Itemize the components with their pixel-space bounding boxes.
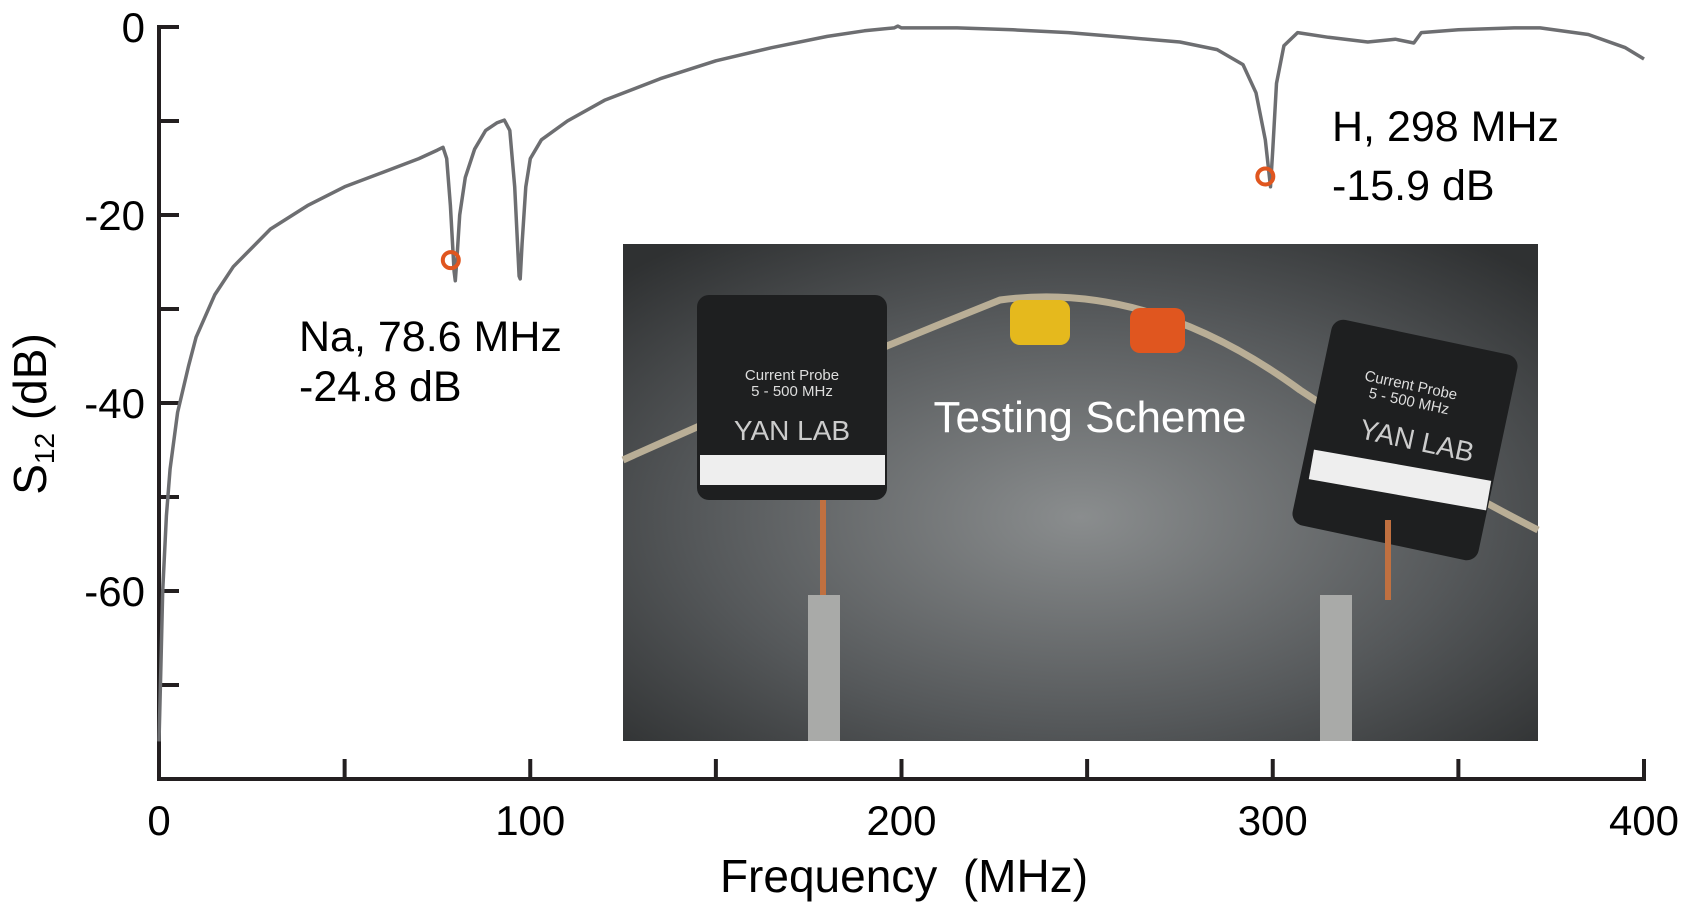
left-probe-range: 5 - 500 MHz bbox=[751, 383, 833, 400]
y-tick-label: -20 bbox=[84, 192, 145, 239]
x-tick-label: 400 bbox=[1609, 797, 1679, 844]
x-tick-label: 0 bbox=[147, 797, 170, 844]
inset-caption: Testing Scheme bbox=[933, 393, 1246, 442]
annotation-h-db: -15.9 dB bbox=[1332, 162, 1495, 210]
series-line-s12 bbox=[157, 24, 1645, 742]
x-tick-label: 100 bbox=[495, 797, 565, 844]
annotation-na-freq: Na, 78.6 MHz bbox=[299, 313, 562, 361]
axes: 0 -20 -40 -60 0 100 200 300 400 bbox=[84, 4, 1679, 844]
x-axis-label: Frequency (MHz) bbox=[720, 850, 1088, 902]
y-tick-label: 0 bbox=[122, 4, 145, 51]
plot-area: Na, 78.6 MHz-24.8 dB H, 298 MHz -15.9 dB bbox=[157, 24, 1645, 742]
testing-scheme-photo: Current Probe 5 - 500 MHz YAN LAB Curren… bbox=[621, 244, 1540, 741]
left-probe-label: Current Probe bbox=[745, 367, 839, 384]
right-current-probe: Current Probe 5 - 500 MHz YAN LAB bbox=[1292, 319, 1518, 741]
y-axis-label: S12 (dB) bbox=[4, 333, 60, 495]
left-current-probe: Current Probe 5 - 500 MHz YAN LAB bbox=[697, 295, 887, 741]
left-probe-brand: YAN LAB bbox=[734, 415, 850, 446]
x-tick-label: 200 bbox=[866, 797, 936, 844]
marker-na bbox=[440, 250, 461, 271]
annotation-h-freq: H, 298 MHz bbox=[1332, 103, 1559, 151]
marker-h bbox=[1255, 166, 1276, 187]
labels: Frequency (MHz) S12 (dB) bbox=[4, 333, 1088, 902]
y-tick-label: -60 bbox=[84, 568, 145, 615]
annotation-na-db: -24.8 dB bbox=[299, 363, 462, 411]
y-tick-label: -40 bbox=[84, 380, 145, 427]
x-tick-label: 300 bbox=[1238, 797, 1308, 844]
